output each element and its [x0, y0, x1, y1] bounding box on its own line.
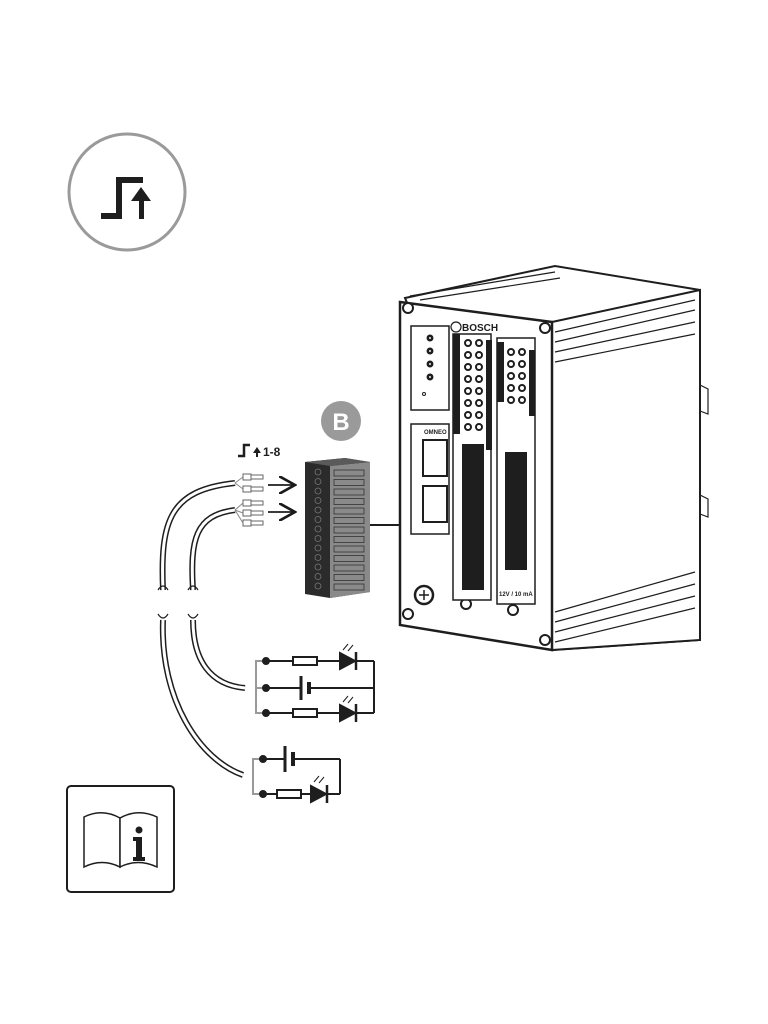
- status-led: [518, 396, 526, 404]
- status-led: [464, 423, 472, 431]
- status-led: [518, 360, 526, 368]
- input-range-label: 1-8: [238, 443, 281, 459]
- input-range-text: 1-8: [263, 445, 281, 459]
- cable-1: [159, 480, 245, 778]
- terminal-slot: [333, 545, 365, 553]
- terminal-slot: [333, 536, 365, 543]
- status-led: [475, 363, 483, 371]
- terminal-slot: [333, 498, 365, 505]
- status-led: [464, 411, 472, 419]
- status-led: [475, 399, 483, 407]
- status-led: [475, 375, 483, 383]
- status-led: [507, 384, 515, 392]
- status-led: [518, 348, 526, 356]
- power-rating: 12V / 10 mA: [499, 592, 533, 598]
- status-led: [475, 339, 483, 347]
- ethernet-port-2: [422, 485, 448, 523]
- terminal-slot: [333, 507, 365, 515]
- cable-break-marks: [157, 585, 199, 619]
- ethernet-label: OMNEO: [424, 430, 447, 436]
- insert-arrows: [268, 485, 295, 512]
- terminal-screw: [314, 535, 322, 542]
- dual-led-circuit: [255, 643, 375, 723]
- terminal-screw: [314, 468, 322, 476]
- terminal-block-connector: [305, 458, 370, 598]
- terminal-screw: [314, 487, 322, 495]
- io-device: BOSCH 12V / 10 mA OMNEO: [398, 264, 709, 652]
- status-led: [464, 339, 472, 347]
- status-led: [518, 384, 526, 392]
- terminal-screw: [314, 573, 322, 580]
- terminal-screw: [314, 582, 322, 590]
- terminal-slot: [333, 583, 365, 591]
- badge-letter: B: [332, 409, 349, 436]
- terminal-screw: [314, 525, 322, 533]
- terminal-screw: [314, 544, 322, 552]
- status-led: [507, 372, 515, 380]
- brand-logo: BOSCH: [462, 323, 498, 334]
- terminal-slot: [333, 564, 365, 572]
- status-led: [507, 360, 515, 368]
- brand-icon: [450, 321, 462, 333]
- status-led: [464, 399, 472, 407]
- ethernet-port-1: [422, 439, 448, 477]
- led-1: [339, 651, 358, 671]
- terminal-screw: [314, 497, 322, 504]
- resistor-2: [292, 708, 318, 718]
- status-led: [464, 351, 472, 359]
- status-led: [464, 375, 472, 383]
- resistor-3: [276, 789, 302, 799]
- terminal-slot: [333, 574, 365, 581]
- terminal-screw: [314, 554, 322, 561]
- status-led: [475, 387, 483, 395]
- status-led: [464, 387, 472, 395]
- terminal-slot: [333, 479, 365, 486]
- terminal-screw: [314, 516, 322, 523]
- status-led: [518, 372, 526, 380]
- status-led: [475, 411, 483, 419]
- led-2: [339, 703, 358, 723]
- wire-ferrules: [234, 473, 264, 527]
- cable-2: [189, 507, 246, 691]
- led-3: [310, 784, 329, 804]
- status-led: [507, 396, 515, 404]
- manual-info-icon: [66, 785, 175, 893]
- single-led-circuit: [252, 746, 341, 804]
- resistor-1: [292, 656, 318, 666]
- terminal-screw: [314, 478, 322, 485]
- terminal-slot: [333, 469, 365, 477]
- rising-edge-input-icon: [67, 132, 187, 252]
- terminal-slot: [333, 488, 365, 496]
- status-led: [475, 423, 483, 431]
- status-led: [464, 363, 472, 371]
- terminal-slot: [333, 555, 365, 562]
- terminal-screw: [314, 563, 322, 571]
- status-led: [475, 351, 483, 359]
- terminal-screw: [314, 506, 322, 514]
- terminal-slot: [333, 526, 365, 534]
- connector-badge: B: [321, 401, 361, 441]
- terminal-slot: [333, 517, 365, 524]
- status-led: [507, 348, 515, 356]
